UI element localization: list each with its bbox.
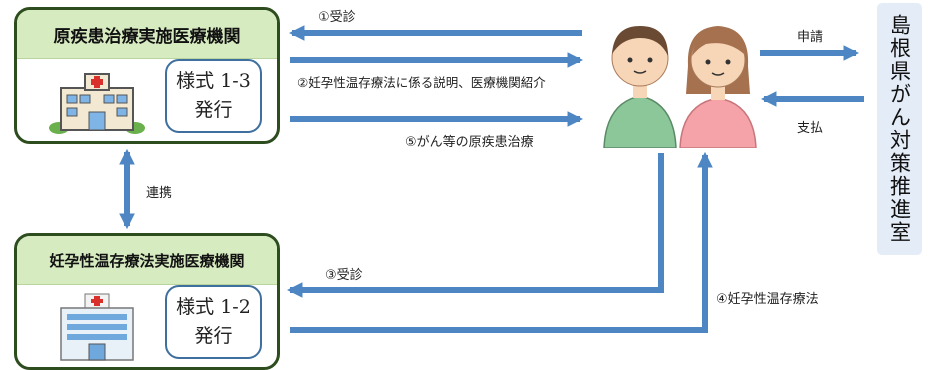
label-step3: ③受診	[325, 268, 363, 283]
hospital-building-icon	[55, 292, 139, 366]
arrow-step3	[286, 153, 664, 298]
label-apply: 申請	[797, 30, 824, 45]
form-1-2-name: 様式 1-2	[176, 295, 251, 318]
fertility-facility-title: 妊孕性温存療法実施医療機関	[17, 236, 277, 285]
form-1-2-bubble: 様式 1-2 発行	[165, 285, 262, 359]
label-step4: ④妊孕性温存療法	[716, 292, 819, 307]
form-1-3-name: 様式 1-3	[176, 69, 251, 92]
primary-facility-title: 原疾患治療実施医療機関	[17, 10, 277, 59]
label-step5: ⑤がん等の原疾患治療	[405, 135, 534, 150]
hospital-icon	[47, 68, 147, 140]
label-cooperation: 連携	[146, 186, 173, 201]
office-name: 島根県がん対策推進室	[887, 14, 912, 244]
label-payment: 支払	[797, 121, 824, 136]
shimane-cancer-office: 島根県がん対策推進室	[877, 3, 922, 255]
form-1-3-action: 発行	[194, 99, 233, 121]
patient-couple-illustration	[600, 8, 760, 152]
primary-treatment-facility: 原疾患治療実施医療機関	[14, 7, 280, 144]
arrow-step4	[290, 151, 713, 333]
form-1-3-bubble: 様式 1-3 発行	[165, 59, 262, 133]
label-step2: ②妊孕性温存療法に係る説明、医療機関紹介	[297, 75, 546, 90]
form-1-2-action: 発行	[194, 325, 233, 347]
label-step1: ①受診	[318, 10, 356, 25]
